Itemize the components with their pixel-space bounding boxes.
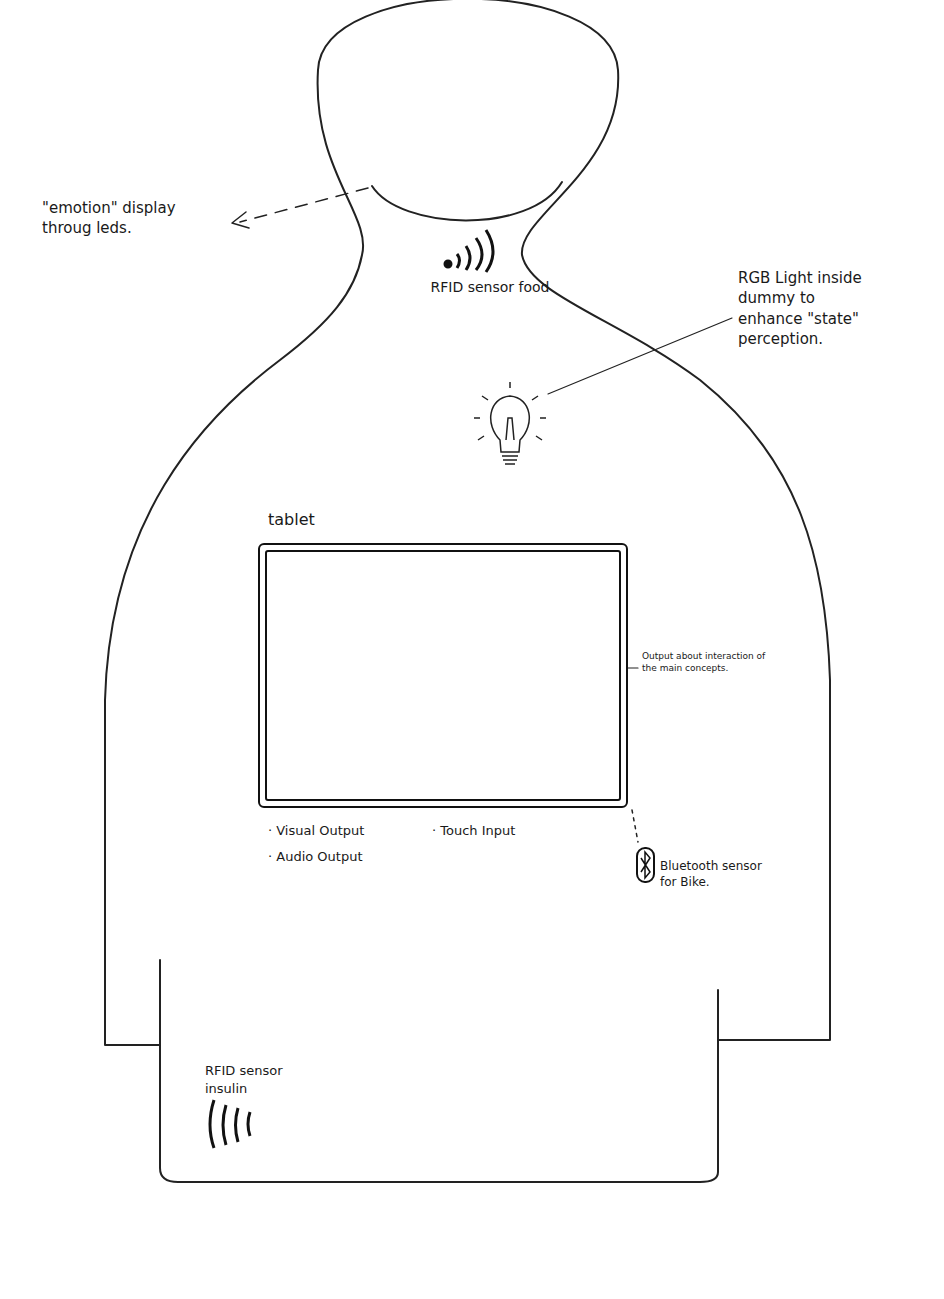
chin-line [372,182,562,220]
annotation-label: "emotion" display throug leds. [42,198,202,239]
arm-line [717,990,719,1040]
leader-line [548,318,732,394]
annotation-label: RGB Light inside dummy to enhance "state… [738,268,878,349]
lightbulb-symbol [474,382,546,464]
annotation-label: Bluetooth sensor for Bike. [660,858,770,890]
rfid-symbol [210,1100,250,1148]
leader-line [628,667,638,668]
leader-line [240,188,368,222]
tablet-frame [258,543,628,808]
annotation-label: Output about interaction of the main con… [642,650,777,674]
bluetooth-symbol [637,848,654,882]
leader-line [632,810,638,842]
tablet-box: tablet [258,510,628,808]
arrow-head [232,212,249,228]
annotation-label: · Visual Output [268,822,418,840]
tablet-screen [265,550,621,801]
annotation-label: RFID sensor insulin [205,1062,315,1097]
dummy-outline [105,0,830,1182]
annotation-label: · Touch Input [432,822,582,840]
annotation-label: · Audio Output [268,848,418,866]
tablet-heading: tablet [258,510,315,529]
arm-line [159,960,161,1045]
annotation-label: RFID sensor food [430,278,550,297]
rfid-symbol [445,230,493,272]
